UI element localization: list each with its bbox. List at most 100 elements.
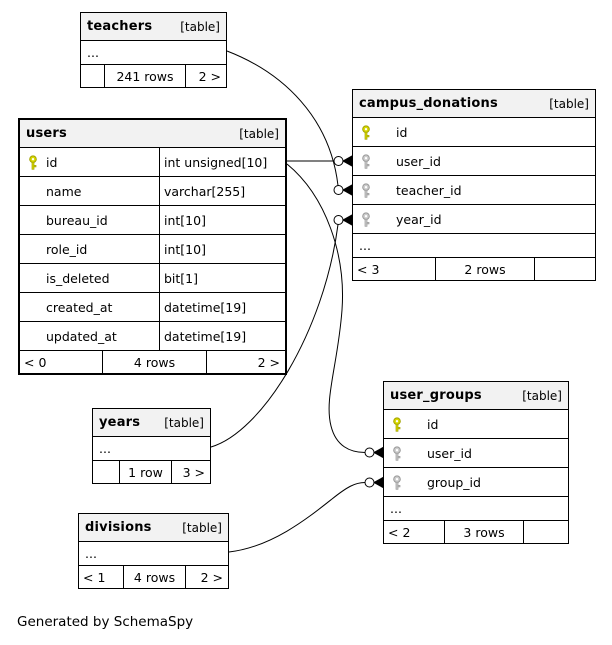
column-name: teacher_id [396, 182, 462, 198]
circle-campus_donations-user_id [333, 156, 344, 166]
column-row-id: id [353, 117, 595, 146]
foreign-key-icon [393, 445, 401, 461]
column-row-id: id int unsigned[10] [20, 147, 285, 176]
table-header: user_groups[table] [384, 382, 568, 409]
arrowhead-campus_donations-teacher_id [341, 184, 353, 196]
circle-user_groups-group_id [364, 477, 375, 488]
table-name: divisions [85, 520, 152, 535]
column-row-created_at: created_at datetime[19] [20, 292, 285, 321]
column-row-id: id [384, 409, 568, 438]
column-name: id [46, 154, 58, 170]
table-header: teachers [table] [81, 13, 226, 40]
table-name: users [26, 126, 67, 141]
footer-children-count: < 0 [24, 354, 47, 370]
generated-by-caption: Generated by SchemaSpy [17, 614, 194, 630]
hidden-columns-ellipsis: ... [93, 436, 210, 460]
arrowhead-campus_donations-user_id [341, 155, 353, 167]
footer-parents-count: 2 > [257, 354, 280, 370]
circle-campus_donations-teacher_id [333, 185, 344, 195]
footer-row-count: 1 row [119, 461, 172, 483]
column-name: user_id [427, 445, 472, 461]
hidden-columns-ellipsis: ... [79, 541, 228, 565]
edge-teachers-to-campus_donations-teacher_id [226, 50, 339, 186]
column-row-updated_at: updated_at datetime[19] [20, 321, 285, 350]
primary-key-icon [29, 154, 37, 170]
table-header: campus_donations [table] [353, 90, 595, 117]
circle-user_groups-user_id [364, 447, 375, 458]
table-years[interactable]: years [table]...1 row 3 > [92, 408, 211, 484]
column-type: datetime[19] [159, 322, 285, 350]
hidden-columns-ellipsis: ... [353, 233, 595, 257]
table-footer: 241 rows 2 > [81, 64, 226, 87]
column-row-user_id: user_id [384, 438, 568, 467]
column-name: group_id [427, 474, 481, 490]
column-type: int[10] [159, 235, 285, 263]
table-header: users [table] [20, 120, 285, 147]
foreign-key-icon [362, 153, 370, 169]
column-type: int[10] [159, 206, 285, 234]
footer-row-count: 4 rows [123, 566, 186, 588]
table-footer: 1 row 3 > [93, 460, 210, 483]
column-type: int unsigned[10] [159, 148, 285, 176]
footer-parents-count: 3 > [182, 464, 205, 480]
footer-parents-count [524, 521, 568, 543]
hidden-columns-ellipsis: ... [384, 496, 568, 520]
column-type: varchar[255] [159, 177, 285, 205]
footer-children-count [81, 65, 104, 87]
arrowhead-campus_donations-year_id [341, 214, 353, 226]
footer-children-count: < 1 [83, 569, 106, 585]
footer-parents-count [535, 258, 595, 280]
table-badge: [table] [182, 520, 222, 535]
table-badge: [table] [239, 126, 279, 141]
footer-row-count: 2 rows [435, 258, 535, 280]
column-type: datetime[19] [159, 293, 285, 321]
footer-row-count: 241 rows [104, 65, 186, 87]
table-name: teachers [87, 19, 153, 34]
table-teachers[interactable]: teachers [table]...241 rows 2 > [80, 12, 227, 88]
column-row-year_id: year_id [353, 204, 595, 233]
footer-parents-count: 2 > [200, 569, 223, 585]
foreign-key-icon [393, 474, 401, 490]
column-name: created_at [46, 299, 113, 315]
table-badge: [table] [549, 96, 589, 111]
column-name: user_id [396, 153, 441, 169]
arrowhead-user_groups-group_id [372, 476, 384, 489]
table-footer: < 3 2 rows [353, 257, 595, 280]
table-header: years [table] [93, 409, 210, 436]
column-name: updated_at [46, 328, 117, 344]
column-name: bureau_id [46, 212, 108, 228]
foreign-key-icon [362, 182, 370, 198]
table-footer: < 0 4 rows 2 > [20, 350, 285, 373]
edge-years-to-campus_donations-year_id [210, 224, 339, 448]
circle-campus_donations-year_id [333, 215, 344, 225]
table-badge: [table] [164, 415, 204, 430]
primary-key-icon [362, 124, 370, 140]
arrowhead-user_groups-user_id [372, 446, 384, 459]
footer-parents-count: 2 > [198, 68, 221, 84]
table-divisions[interactable]: divisions [table]... < 1 4 rows 2 > [78, 513, 229, 589]
table-footer: < 1 4 rows 2 > [79, 565, 228, 588]
footer-row-count: 4 rows [102, 351, 207, 373]
primary-key-icon [393, 416, 401, 432]
footer-children-count: < 2 [388, 524, 411, 540]
foreign-key-icon [362, 211, 370, 227]
table-badge: [table] [180, 19, 220, 34]
column-row-group_id: group_id [384, 467, 568, 496]
table-name: years [99, 415, 141, 430]
edge-users-to-user_groups-user_id [286, 163, 366, 453]
table-campus_donations[interactable]: campus_donations [table] id user_id teacher_… [352, 89, 596, 281]
footer-children-count: < 3 [357, 261, 380, 277]
hidden-columns-ellipsis: ... [81, 40, 226, 64]
column-type: bit[1] [159, 264, 285, 292]
table-badge: [table] [522, 388, 562, 403]
column-row-user_id: user_id [353, 146, 595, 175]
table-name: campus_donations [359, 96, 498, 111]
